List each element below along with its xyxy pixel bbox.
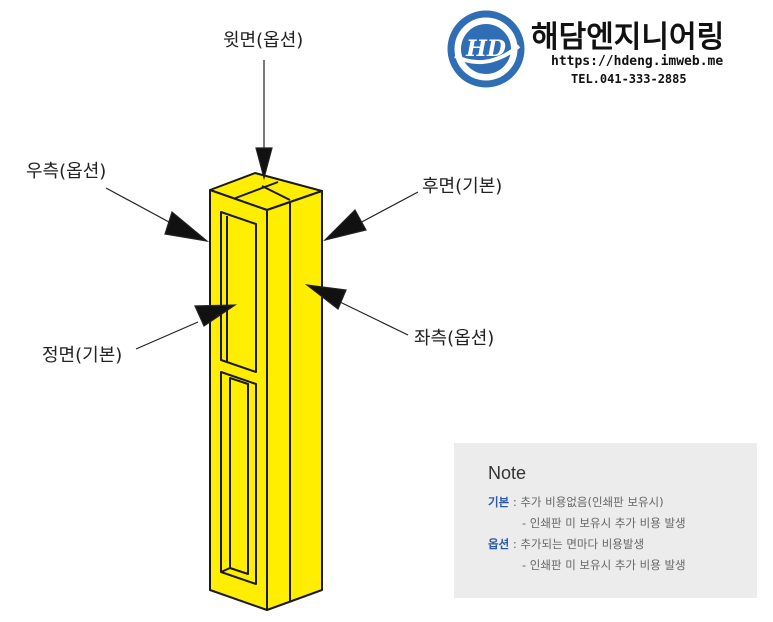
note-option-key: 옵션 xyxy=(488,537,510,551)
company-name: 해담엔지니어링 xyxy=(531,20,725,55)
logo-mark-text: HD xyxy=(465,36,506,62)
company-tel: TEL.041-333-2885 xyxy=(571,72,687,86)
pillar-lower-panel-inner xyxy=(229,377,249,575)
arrow-front xyxy=(135,304,238,350)
note-option-text: : 추가되는 면마다 비용발생 xyxy=(509,537,645,551)
label-top: 윗면(옵션) xyxy=(223,30,303,51)
company-url: https://hdeng.imweb.me xyxy=(551,54,724,69)
note-option-sub: - 인쇄판 미 보유시 추가 비용 발생 xyxy=(522,558,686,572)
pillar-side-face xyxy=(266,190,323,611)
arrow-left-side xyxy=(304,284,409,336)
note-basic-row: 기본 : 추가 비용없음(인쇄판 보유시) xyxy=(488,492,757,513)
arrow-back xyxy=(323,191,419,242)
hd-logo-icon: HD xyxy=(447,10,525,88)
note-basic-key: 기본 xyxy=(488,495,510,509)
note-box: Note 기본 : 추가 비용없음(인쇄판 보유시) - 인쇄판 미 보유시 추… xyxy=(454,443,757,598)
pillar-top-seam xyxy=(232,181,279,200)
note-option-row: 옵션 : 추가되는 면마다 비용발생 xyxy=(488,534,757,555)
pillar-top-seam-2 xyxy=(261,185,291,201)
leader-arrows xyxy=(105,60,419,350)
arrow-right-side xyxy=(105,187,210,242)
arrow-top xyxy=(255,60,273,181)
pillar-lower-panel-edge xyxy=(220,567,231,573)
label-front: 정면(기본) xyxy=(42,345,122,366)
note-basic-sub: - 인쇄판 미 보유시 추가 비용 발생 xyxy=(522,516,686,530)
note-title: Note xyxy=(488,463,527,483)
yellow-pillar xyxy=(209,172,323,611)
company-logo: HD 해담엔지니어링 https://hdeng.imweb.me TEL.04… xyxy=(447,8,767,92)
label-right-side: 우측(옵션) xyxy=(26,161,106,182)
note-basic-text: : 추가 비용없음(인쇄판 보유시) xyxy=(509,495,664,509)
label-left-side: 좌측(옵션) xyxy=(414,328,494,349)
label-back: 후면(기본) xyxy=(422,176,502,197)
